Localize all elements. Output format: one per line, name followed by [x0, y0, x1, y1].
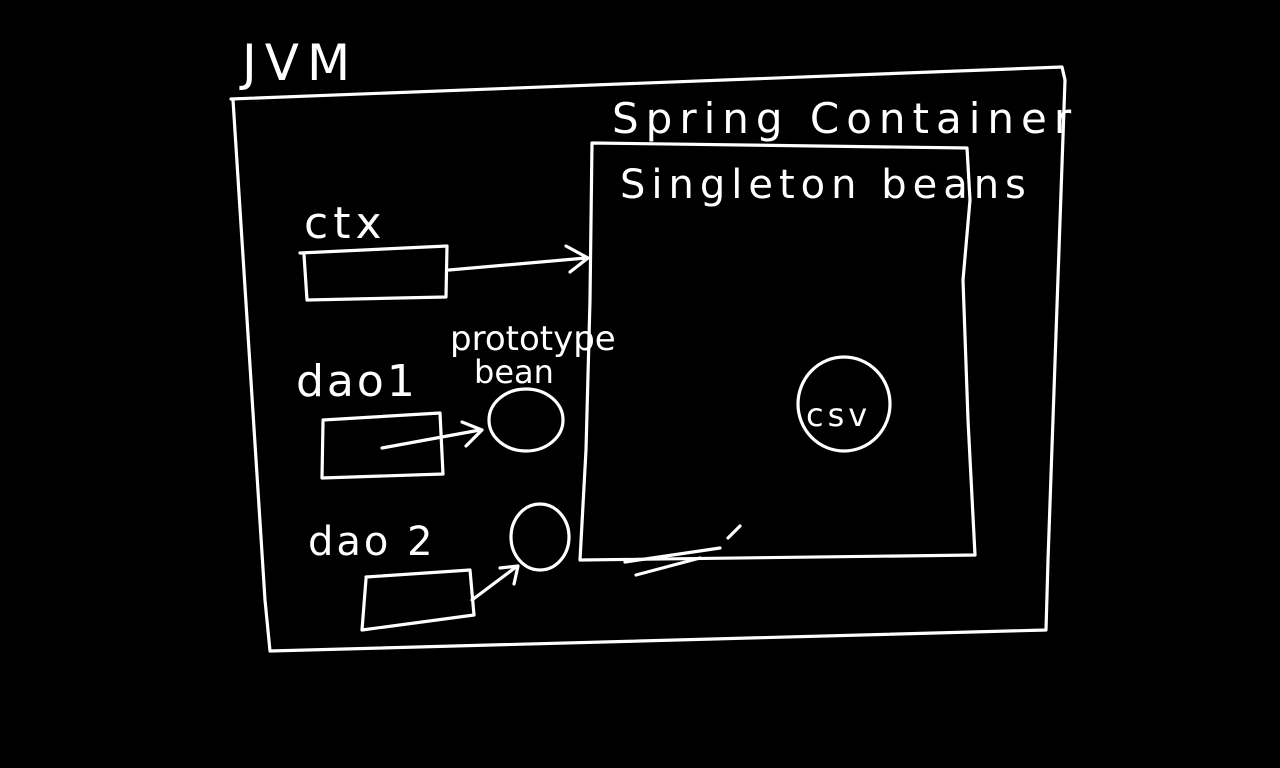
jvm-title: JVM — [239, 34, 358, 92]
prototype-bean-label-line1: prototype — [450, 319, 616, 359]
singleton-beans-label: Singleton beans — [620, 162, 1032, 208]
dao2-arrow — [470, 564, 520, 602]
dao1-arrow — [380, 420, 484, 450]
ctx-reference-box — [298, 244, 449, 302]
singleton-beans-box — [578, 141, 977, 562]
dao2-label: dao 2 — [308, 519, 436, 565]
prototype-bean-label-line2: bean — [474, 353, 554, 391]
jvm-box — [229, 65, 1067, 653]
dao2-reference-box — [360, 568, 476, 632]
csv-bean-circle — [796, 355, 892, 453]
ctx-arrow — [447, 244, 590, 274]
dao2-prototype-bean-circle — [509, 502, 571, 572]
scribble-stroke — [623, 524, 742, 577]
dao1-prototype-bean-circle — [487, 387, 565, 453]
dao1-label: dao1 — [296, 356, 418, 407]
csv-bean-label: csv — [806, 396, 871, 434]
dao1-reference-box — [320, 411, 445, 480]
ctx-label: ctx — [304, 198, 386, 249]
spring-container-title: Spring Container — [612, 94, 1078, 143]
